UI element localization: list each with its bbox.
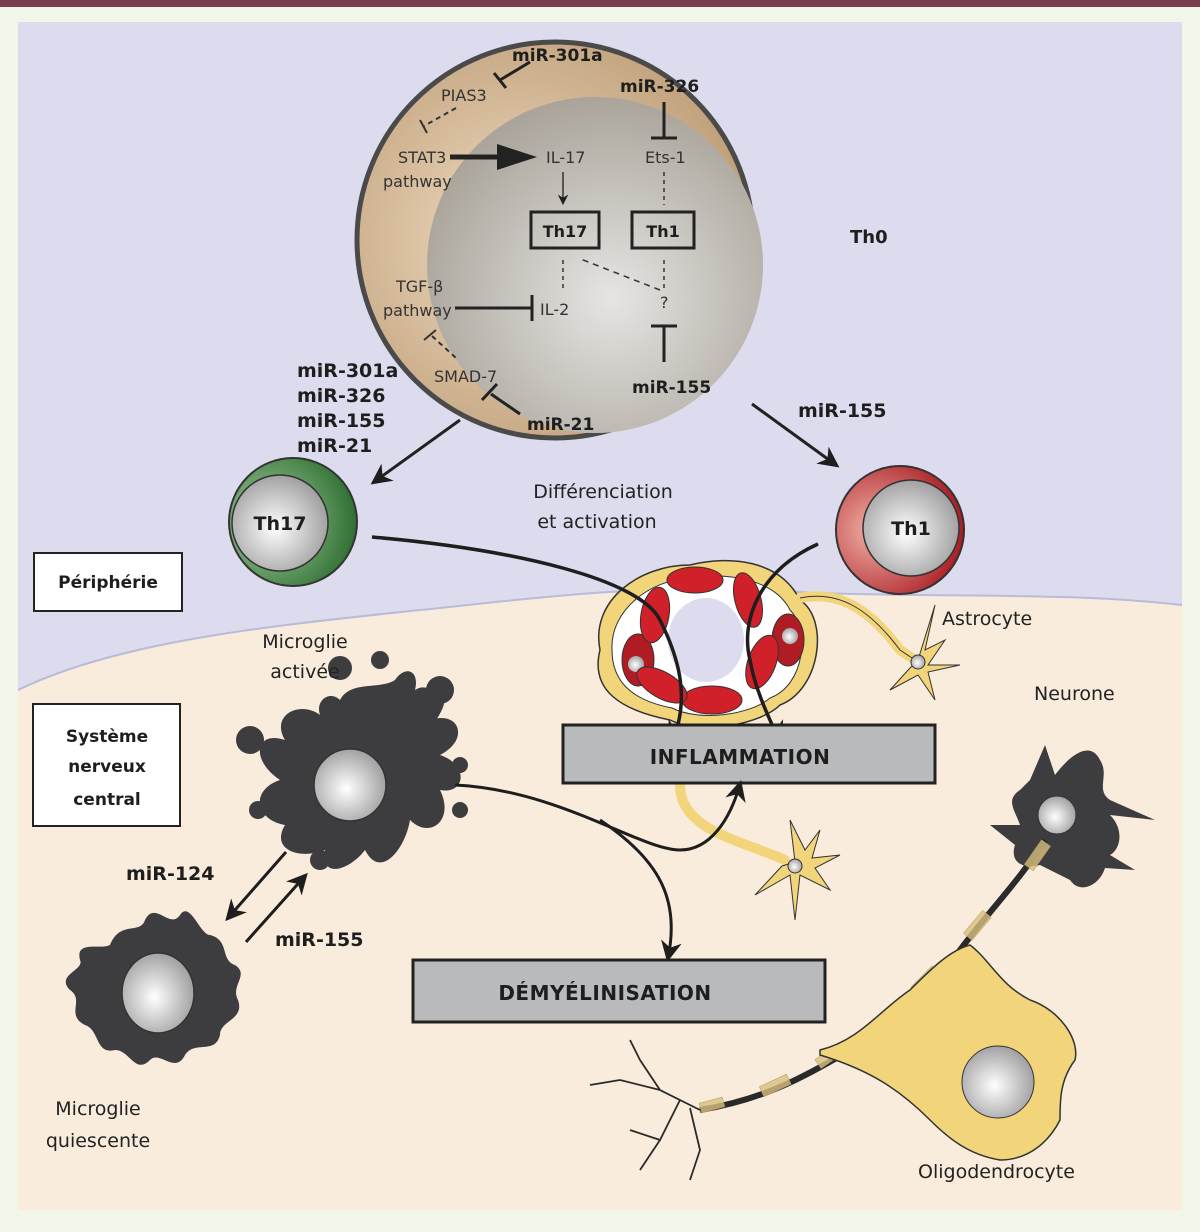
demyelination-label: DÉMYÉLINISATION	[498, 981, 711, 1005]
il17-label: IL-17	[546, 148, 585, 167]
th1-to-inflammation-arrow	[745, 542, 819, 747]
oligodendrocyte-label: Oligodendrocyte	[918, 1161, 1075, 1183]
astrocyte-label: Astrocyte	[942, 608, 1032, 630]
stat3-to-il17-arrowhead	[497, 144, 537, 170]
inflammation-box	[561, 723, 937, 785]
microglia-quiescent-label-line1: Microglie	[55, 1098, 140, 1120]
smad7-tgfb-dashed-line	[431, 335, 457, 359]
periphery-box	[33, 552, 183, 612]
th1-cell	[835, 465, 965, 595]
th1-mirna-label: miR-155	[798, 400, 887, 422]
blood-vessel	[597, 559, 819, 728]
astrocyte-upper	[795, 591, 961, 701]
mir-301a-label: miR-301a	[512, 46, 603, 66]
smad7-label: SMAD-7	[434, 367, 497, 386]
cns-label-line2: nerveux	[68, 757, 146, 777]
stat3-pathway-label: pathway	[383, 172, 452, 191]
mir-21-label: miR-21	[527, 415, 594, 435]
inhibition-bar	[419, 119, 428, 134]
mir-155-microglia-label: miR-155	[275, 929, 364, 951]
inhibition-bar	[423, 329, 437, 341]
microglia-quiescent-label-line2: quiescente	[46, 1130, 150, 1152]
microglia-active-label-line2: activée	[270, 661, 339, 683]
th0-to-th1-arrow	[751, 402, 840, 468]
th1-box-label: Th1	[646, 222, 679, 241]
th1-cell-label: Th1	[891, 518, 931, 540]
differentiation-label: Différenciation	[533, 481, 673, 503]
mir-21-inhibition-line	[490, 392, 521, 416]
th17-box	[529, 210, 601, 250]
microglia-to-demyelination-arrow	[599, 818, 682, 963]
question-th17-dashed-line	[577, 257, 661, 291]
il2-label: IL-2	[540, 300, 569, 319]
th17-mirna-item: miR-155	[297, 410, 386, 432]
mir-124-label: miR-124	[126, 863, 215, 885]
th17-box-label: Th17	[543, 222, 588, 241]
neurone-label: Neurone	[1034, 683, 1115, 705]
mir-155-microglia-arrow	[244, 872, 308, 943]
mir-124-arrow	[225, 851, 288, 922]
cns-label-line1: Système	[66, 727, 148, 747]
inflammation-label: INFLAMMATION	[650, 745, 831, 769]
th0-to-th17-arrow	[370, 418, 461, 485]
th17-to-inflammation-arrow	[371, 535, 691, 747]
th17-mirna-item: miR-326	[297, 385, 386, 407]
th17-mirna-item: miR-301a	[297, 360, 398, 382]
mir-326-label: miR-326	[620, 77, 699, 97]
th1-box	[630, 210, 696, 250]
inhibition-bar	[480, 382, 499, 402]
mir-301a-inhibition-line	[499, 60, 531, 82]
oligodendrocyte	[819, 944, 1077, 1161]
th17-mirna-item: miR-21	[297, 435, 372, 457]
cns-box	[32, 703, 181, 827]
activated-microglia-nucleus	[313, 748, 387, 822]
quiescent-microglia-nucleus	[121, 952, 195, 1034]
demyelination-box	[411, 958, 827, 1024]
tgfb-label: TGF-β	[395, 277, 443, 296]
th17-cell-label: Th17	[254, 513, 307, 535]
pias3-label: PIAS3	[441, 86, 487, 105]
th17-cell	[228, 457, 358, 587]
mir-155-th0-label: miR-155	[632, 378, 711, 398]
stat3-label: STAT3	[398, 148, 446, 167]
microglia-to-inflammation-arrow	[454, 779, 746, 852]
question-label: ?	[660, 293, 669, 312]
inhibition-bar	[492, 72, 508, 89]
cns-label-line3: central	[73, 790, 141, 810]
th0-label: Th0	[850, 227, 888, 248]
ets1-label: Ets-1	[645, 148, 686, 167]
pias3-stat3-dashed-line	[423, 107, 457, 127]
blood-brain-barrier-boundary	[17, 588, 1183, 691]
periphery-label: Périphérie	[58, 573, 158, 593]
frame-top-border	[0, 0, 1200, 7]
activation-label: et activation	[537, 511, 656, 533]
microglia-active-label-line1: Microglie	[262, 631, 347, 653]
tgfb-pathway-label: pathway	[383, 301, 452, 320]
